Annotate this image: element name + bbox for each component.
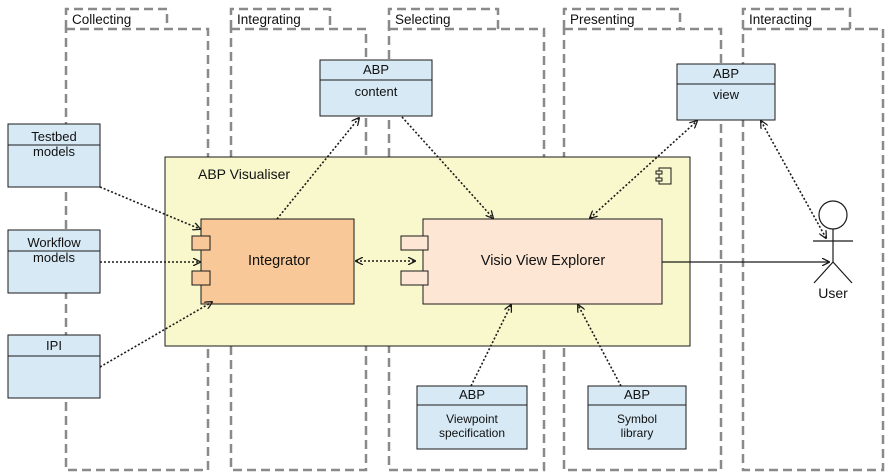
testbed-models-label: Testbed models [8, 124, 100, 165]
abp-viewpoint-title: ABP [458, 387, 485, 403]
user-label: User [818, 284, 848, 301]
explorer-port-top [400, 235, 429, 251]
explorer-label: Visio View Explorer [480, 253, 606, 270]
abp-view-body: view [677, 84, 775, 106]
lane-title-interacting: Interacting [749, 11, 813, 27]
artifact-abp-symbol [587, 385, 687, 450]
artifact-abp-viewpoint [416, 385, 528, 450]
edge-content-to-explorer [401, 116, 493, 218]
ipi-line-1: IPI [46, 337, 62, 353]
abp-content-line-1: content [354, 83, 398, 99]
edge-integrator-to-content [276, 118, 359, 220]
abp-content-title: ABP [362, 61, 389, 77]
artifact-abp-content [319, 59, 433, 117]
artifact-ipi [7, 334, 101, 399]
lane-title-collecting: Collecting [72, 11, 132, 27]
lane-title-presenting: Presenting [570, 11, 635, 27]
explorer-component [400, 218, 663, 305]
ipi-label: IPI [8, 336, 100, 356]
integrator-port-top [191, 235, 211, 251]
artifact-testbed-models [7, 123, 101, 188]
lane-presenting [562, 7, 723, 472]
integrator-port-bottom [191, 270, 211, 286]
workflow-models-label: Workflow models [8, 230, 100, 271]
edge-symbol-to-explorer [578, 305, 622, 387]
integrator-label: Integrator [247, 253, 311, 270]
edge-ipi-to-integrator [99, 302, 212, 368]
lane-interacting [741, 7, 885, 472]
abp-viewpoint-line-1: Viewpoint [446, 412, 498, 427]
abp-view-title: ABP [712, 65, 739, 81]
abp-content-body: content [320, 80, 432, 104]
lane-title-integrating: Integrating [237, 11, 301, 27]
artifact-abp-view [676, 63, 776, 121]
workflow-line-1: Workflow [27, 234, 81, 250]
abp-view-line-1: view [712, 86, 739, 102]
integrator-component [191, 218, 355, 305]
lane-title-selecting: Selecting [395, 11, 451, 27]
abp-symbol-title: ABP [623, 387, 650, 403]
stick-figure-icon [813, 200, 853, 284]
testbed-line-2: models [33, 143, 75, 159]
edge-explorer-view [590, 121, 697, 218]
abp-symbol-line-2: library [620, 426, 654, 440]
abp-visualiser-label: ABP Visualiser [198, 165, 291, 182]
edge-viewpoint-to-explorer [470, 305, 511, 387]
explorer-port-bottom [400, 270, 429, 286]
edge-view-user [761, 121, 826, 238]
artifact-workflow-models [7, 229, 101, 294]
testbed-line-1: Testbed [31, 128, 77, 144]
abp-viewpoint-line-2: specification [438, 426, 506, 440]
abp-viewpoint-body: Viewpoint specification [417, 406, 527, 448]
abp-symbol-line-1: Symbol [616, 412, 657, 427]
workflow-line-2: models [33, 249, 75, 265]
abp-symbol-body: Symbol library [588, 406, 686, 448]
